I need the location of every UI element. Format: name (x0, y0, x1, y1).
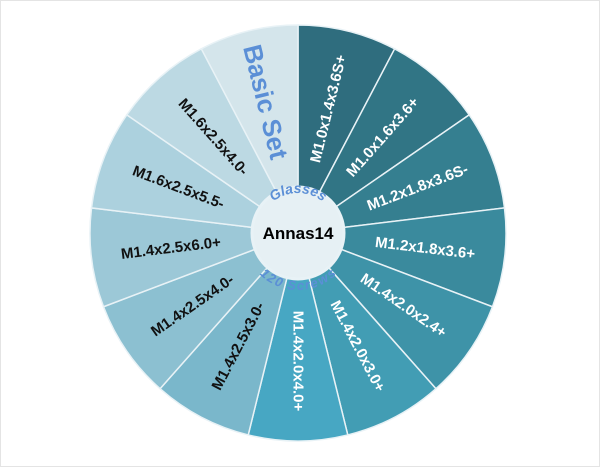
wheel-segment (89, 207, 299, 308)
center-hub (250, 185, 346, 281)
wheel-segments (89, 24, 507, 442)
wheel-segment (200, 24, 299, 234)
wheel-segment (159, 232, 299, 436)
segment-label: M1.4x2.0x4.0+ (290, 311, 307, 412)
wheel-segment (102, 232, 299, 390)
wheel-segment (297, 24, 396, 234)
brand-title: Annas14 (263, 224, 334, 243)
wheel-segment (297, 232, 494, 390)
wheel-segment (297, 113, 506, 234)
wheel-segment (90, 113, 299, 234)
wheel-segment (297, 207, 507, 308)
wheel-segment (247, 232, 349, 442)
wheel-segment (297, 47, 471, 234)
wheel-segment (125, 47, 299, 234)
wheel-segment (297, 232, 437, 436)
